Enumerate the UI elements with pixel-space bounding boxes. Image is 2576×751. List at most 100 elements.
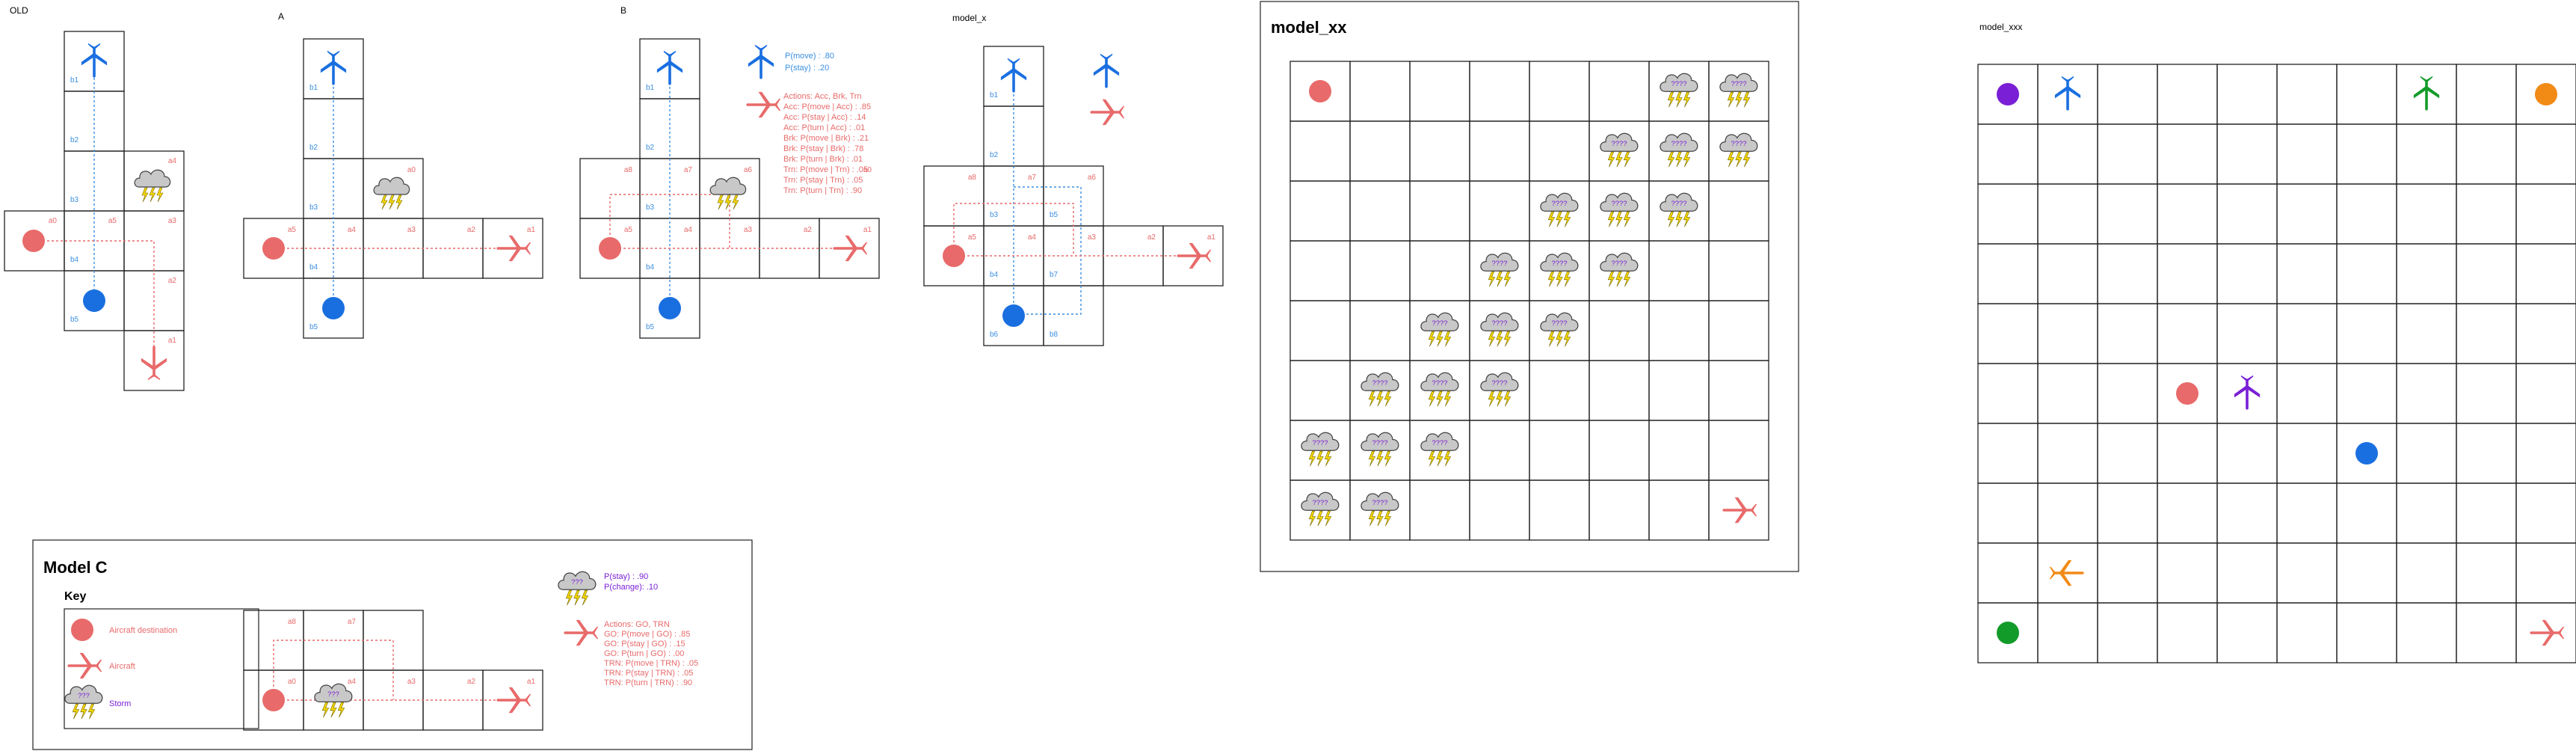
x-label-a6: a6 — [1088, 174, 1097, 182]
x-legend-red-plane-wings — [1102, 99, 1115, 126]
xx-storm-bolt — [1547, 271, 1556, 287]
x-label-b3: b3 — [990, 211, 999, 219]
key-storm-icon-text: ??? — [78, 692, 90, 700]
old-storm — [134, 169, 171, 203]
xx-storm: ???? — [1540, 192, 1579, 227]
xx-storm-bolt — [1667, 211, 1675, 227]
b-red-plane — [833, 235, 868, 262]
xx-cell — [1289, 120, 1351, 182]
a-label-a2: a2 — [467, 226, 476, 234]
x-label-b2: b2 — [990, 151, 999, 159]
xx-storm-bolt — [1324, 510, 1332, 527]
c-legend-red-plane-tail — [592, 626, 599, 640]
b-red-alt-path — [609, 194, 730, 248]
c-cell — [482, 669, 543, 731]
c-red-plane-wings — [508, 687, 521, 714]
x-cell — [1162, 225, 1224, 286]
xxx-cell — [2276, 243, 2338, 304]
xx-storm: ???? — [1600, 132, 1639, 168]
xxx-green-destination — [1997, 622, 2019, 644]
x-blue-plane-wings — [1000, 68, 1027, 81]
old-blue-plane-wrap — [81, 43, 108, 78]
c-storm-bolt — [321, 702, 330, 718]
xxx-cell — [2097, 363, 2158, 424]
xx-storm-text: ???? — [1671, 80, 1687, 88]
xxx-cell — [2037, 123, 2098, 185]
xx-red-plane-wrap — [1722, 497, 1757, 524]
xxx-cell — [2396, 542, 2457, 604]
xx-cell — [1409, 479, 1470, 541]
xx-storm-text: ???? — [1552, 319, 1568, 328]
xx-storm-cloud — [1600, 192, 1639, 212]
xx-red-destination — [1309, 80, 1331, 102]
xxx-cell — [2157, 482, 2218, 544]
xx-storm-bolt — [1556, 271, 1563, 287]
xx-storm: ???? — [1480, 252, 1519, 287]
b-red-prob-line: Acc: P(turn | Acc) : .01 — [783, 123, 865, 132]
c-red-prob-line: Actions: GO, TRN — [604, 620, 670, 629]
x-label-b7: b7 — [1050, 271, 1059, 279]
xx-storm-cloud — [1540, 312, 1579, 331]
xx-cell — [1529, 479, 1590, 541]
old-label-b2: b2 — [70, 136, 79, 144]
xx-storm-text: ???? — [1432, 319, 1448, 328]
xxx-cell — [2097, 183, 2158, 245]
xxx-cell — [2336, 363, 2397, 424]
a-red-plane-wings — [508, 235, 521, 262]
xx-cell — [1708, 240, 1769, 301]
b-cell — [639, 278, 700, 339]
x-blue-alt-path — [1014, 186, 1082, 315]
xxx-red-plane — [2530, 619, 2565, 646]
a-label-b2: b2 — [309, 144, 318, 152]
xxx-cell — [2157, 64, 2218, 125]
c-legend-storm: ??? — [558, 571, 597, 606]
xxx-cell — [2097, 482, 2158, 544]
xxx-cell — [2037, 602, 2098, 663]
xx-storm-bolt — [1443, 390, 1452, 407]
xxx-cell — [1977, 303, 2039, 364]
old-label-b5: b5 — [70, 316, 79, 324]
xx-storm-text: ???? — [1552, 260, 1568, 268]
a-blue-plane — [320, 50, 347, 85]
xx-storm-text: ???? — [1671, 140, 1687, 148]
c-storm-bolt — [330, 702, 337, 718]
xx-storm-bolt — [1368, 510, 1376, 527]
old-label-b1: b1 — [70, 76, 79, 85]
xxx-cell — [2456, 183, 2517, 245]
xx-cell — [1349, 120, 1411, 182]
xx-storm-bolt — [1443, 331, 1452, 347]
xx-storm-text: ???? — [1372, 439, 1388, 447]
xx-cell — [1409, 180, 1470, 242]
xx-storm-bolt — [1623, 151, 1631, 168]
xxx-cell — [2456, 482, 2517, 544]
xxx-cell — [1977, 423, 2039, 484]
key-aircraft-plane-tail — [96, 659, 102, 672]
xx-storm-bolt — [1503, 331, 1512, 347]
c-red-prob-line: TRN: P(move | TRN) : .05 — [604, 659, 698, 668]
xx-storm-bolt — [1376, 450, 1384, 467]
xx-storm-bolt — [1683, 211, 1691, 227]
xx-storm-bolt — [1743, 151, 1751, 168]
x-label-a7: a7 — [1028, 174, 1037, 182]
old-label-b3: b3 — [70, 196, 79, 204]
c-storm-cloud — [314, 683, 353, 702]
xxx-green-plane-wings — [2413, 86, 2440, 99]
xx-storm-bolt — [1623, 211, 1631, 227]
old-red-plane-tail — [147, 374, 161, 381]
b-legend-red-plane-tail — [774, 98, 781, 111]
xx-cell — [1289, 240, 1351, 301]
xxx-red-plane-tail — [2558, 626, 2565, 640]
a-storm — [373, 177, 410, 210]
xx-storm-bolt — [1683, 151, 1691, 168]
b-storm-bolt — [732, 194, 739, 210]
xxx-cell — [2515, 542, 2576, 604]
xx-cell — [1589, 479, 1650, 541]
xx-cell — [1529, 360, 1590, 421]
xxx-cell — [2456, 243, 2517, 304]
xx-cell — [1349, 180, 1411, 242]
xxx-cell — [2276, 482, 2338, 544]
xxx-cell — [2037, 423, 2098, 484]
xxx-purple-plane-wrap — [2234, 375, 2261, 410]
xx-storm-bolt — [1727, 151, 1735, 168]
xxx-green-plane-tail — [2420, 76, 2433, 82]
